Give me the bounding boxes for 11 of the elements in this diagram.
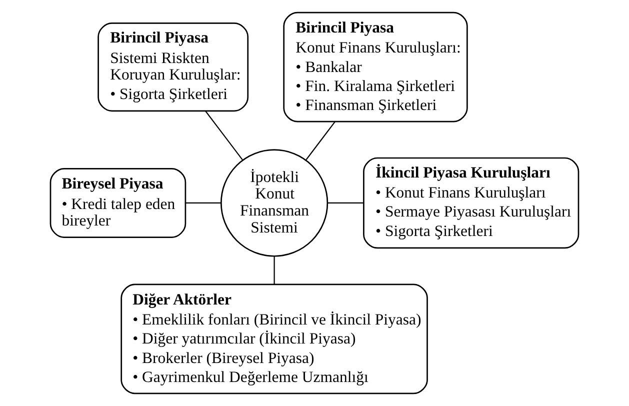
node-box: İkincil Piyasa Kuruluşları • Konut Finans Kuruluşları • Sermaye Piyasası Kuruluşları • Sigorta Şirketleri <box>363 157 580 249</box>
node-box: Bireysel Piyasa • Kredi talep eden bireyler <box>50 168 186 238</box>
node-box: Birincil Piyasa Konut Finans Kuruluşları: • Bankalar • Fin. Kiralama Şirketleri • Finansman Şirketleri <box>283 12 468 122</box>
connector <box>328 202 364 204</box>
connector <box>186 202 221 204</box>
node-box: Birincil Piyasa Sistemi Riskten Koruyan Kuruluşlar: • Sigorta Şirketleri <box>98 22 249 112</box>
node-box: Diğer Aktörler • Emeklilik fonları (Birincil ve İkincil Piyasa) • Diğer yatırımcılar (İkincil Piyasa) • Brokerler (Bireysel Piyasa) • Gayrimenkul Değerleme Uzmanlığı <box>120 284 428 394</box>
connector <box>274 256 275 284</box>
node-circle: İpotekli Konut Finansman Sistemi <box>220 149 328 257</box>
connector <box>306 121 336 160</box>
connector <box>205 110 243 160</box>
